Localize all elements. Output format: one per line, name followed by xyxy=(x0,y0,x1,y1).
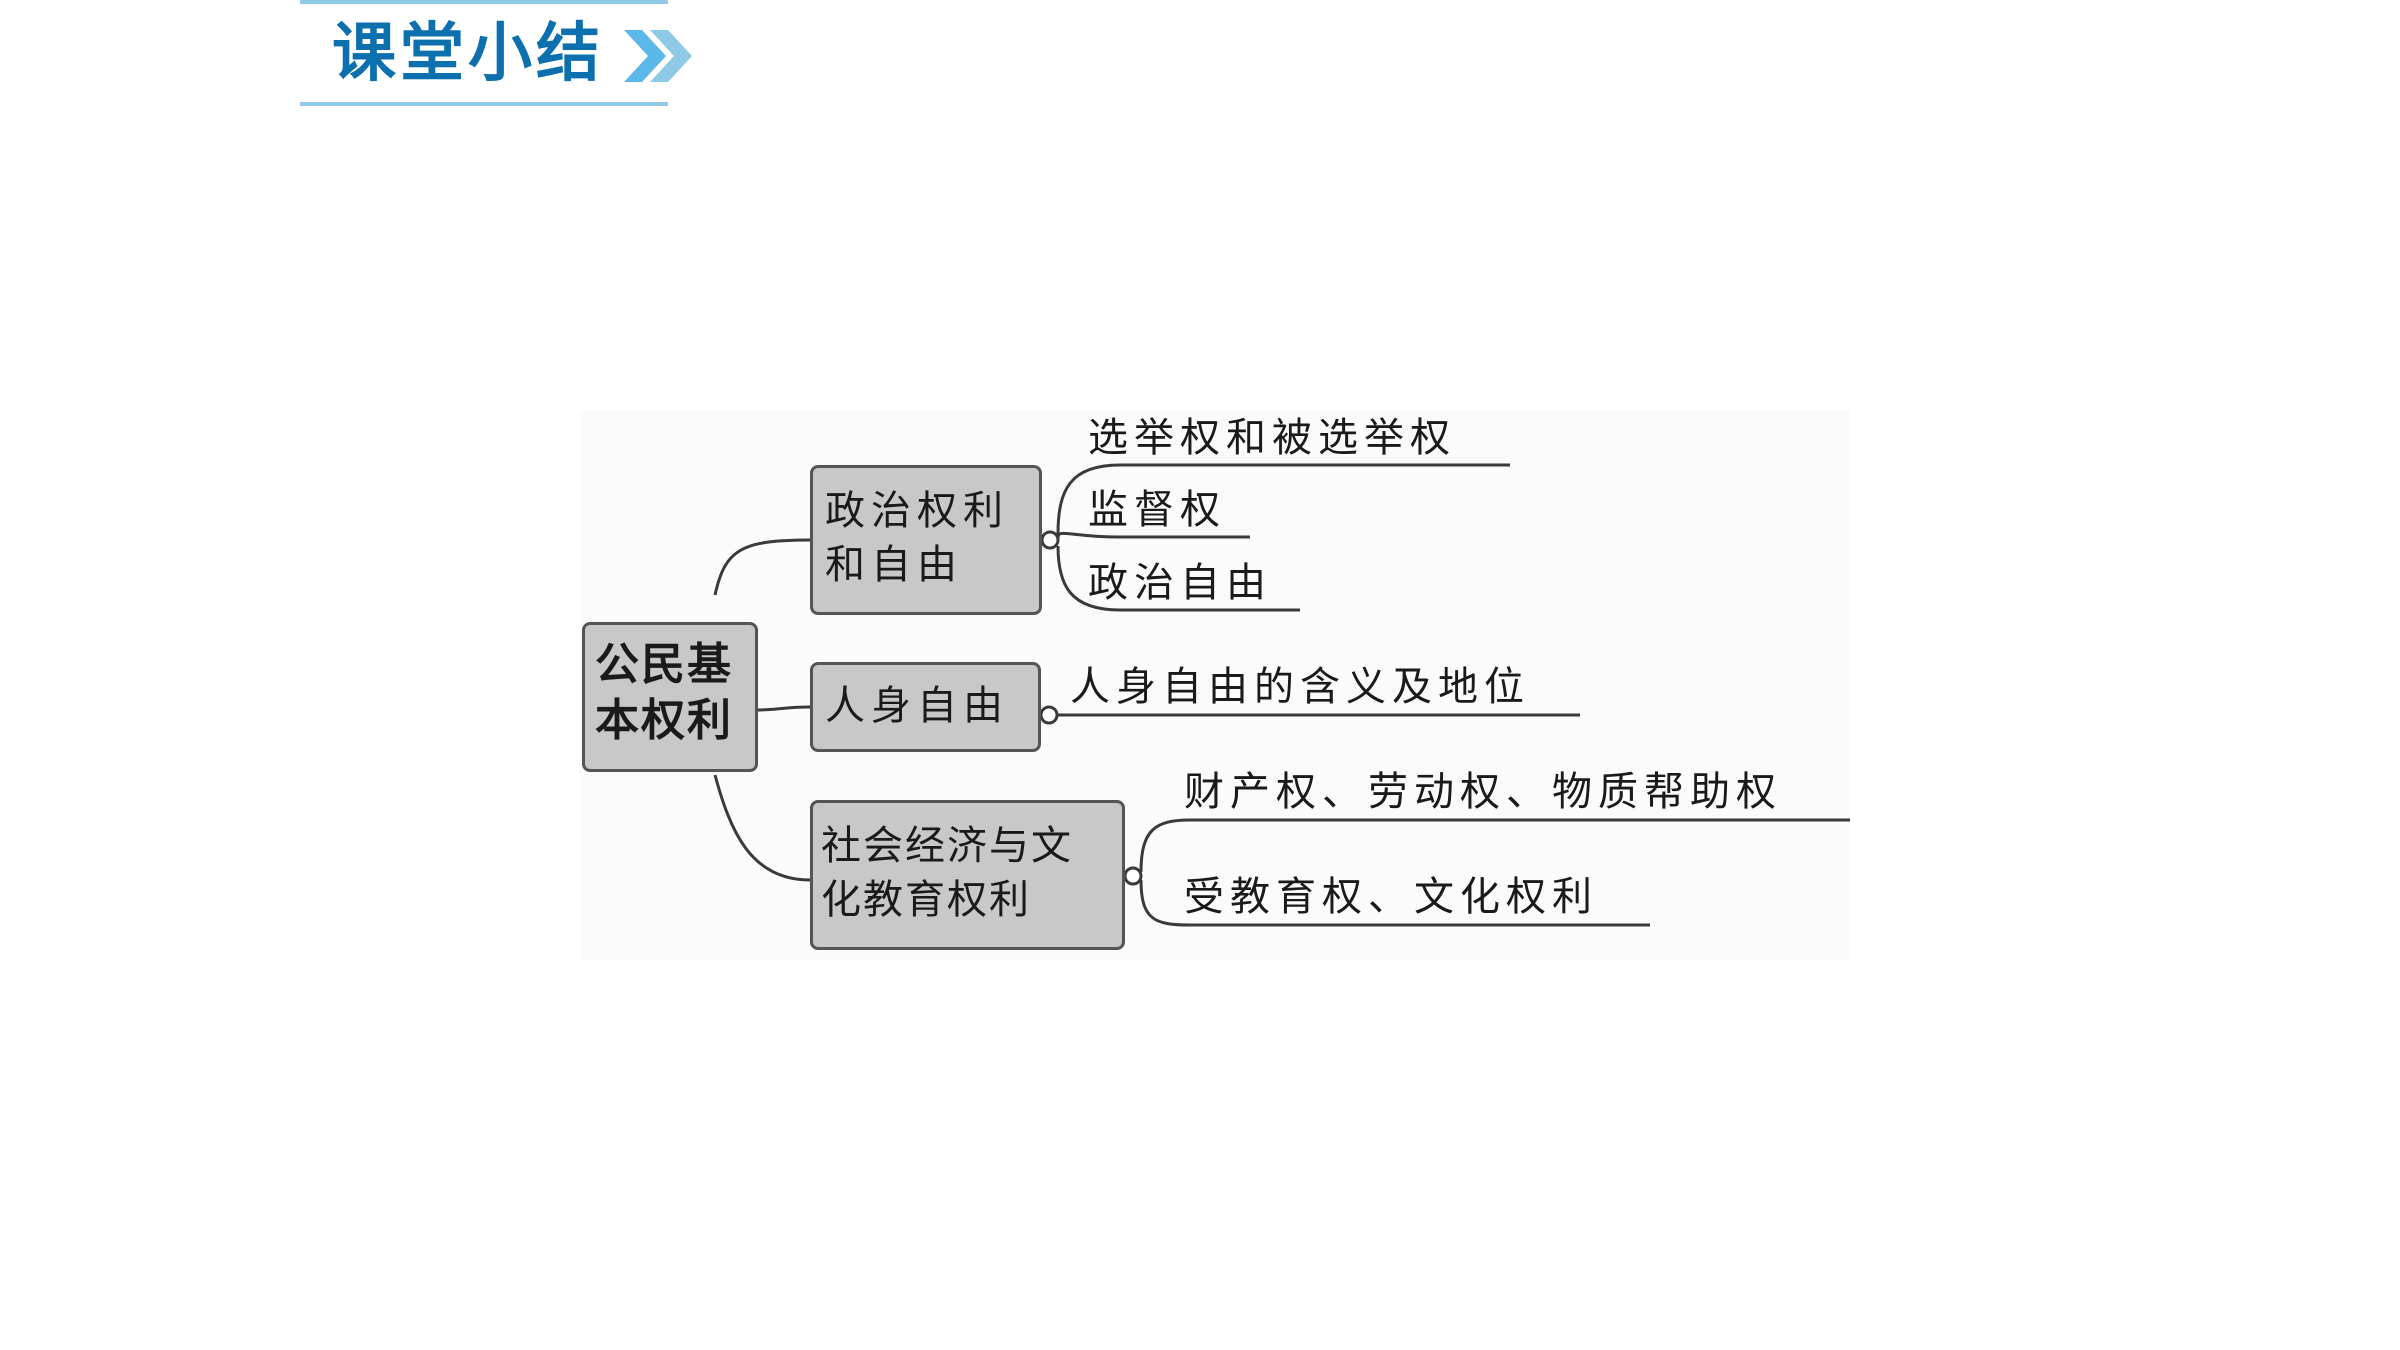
leaf-voting-rights: 选举权和被选举权 xyxy=(1088,415,1456,461)
header-bottom-line xyxy=(300,102,668,106)
branch-2-line-1: 人身自由 xyxy=(825,683,1009,729)
branch-1-line-1: 政治权利 xyxy=(825,488,1009,534)
section-header: 课堂小结 xyxy=(300,0,692,108)
connector-branch-1-leaf-2 xyxy=(1056,531,1250,539)
connector-root-branch-1 xyxy=(713,538,811,596)
connector-root-branch-2 xyxy=(757,705,811,712)
connector-node-branch-1 xyxy=(1040,530,1060,550)
connector-branch-3-leaf-2 xyxy=(1139,879,1650,927)
connector-node-branch-3 xyxy=(1123,866,1143,886)
branch-3-line-2: 化教育权利 xyxy=(821,877,1031,923)
connector-branch-1-leaf-3 xyxy=(1056,545,1300,612)
branch-node-political-rights: 政治权利 和自由 xyxy=(810,465,1042,615)
section-title: 课堂小结 xyxy=(332,17,604,91)
leaf-political-freedom: 政治自由 xyxy=(1088,560,1272,606)
branch-node-personal-freedom: 人身自由 xyxy=(810,662,1041,752)
branch-node-socioeconomic-rights: 社会经济与文 化教育权利 xyxy=(810,800,1125,950)
root-node-line-2: 本权利 xyxy=(595,695,733,746)
mind-map: 公民基 本权利 政治权利 和自由 人身自由 社会经济与文 化教育权利 选举权和被… xyxy=(580,410,1850,960)
leaf-supervision-right: 监督权 xyxy=(1088,487,1226,533)
connector-root-branch-3 xyxy=(713,774,811,882)
root-node: 公民基 本权利 xyxy=(582,622,758,772)
connector-branch-3-leaf-1 xyxy=(1139,818,1850,873)
branch-1-line-2: 和自由 xyxy=(825,542,963,588)
header-top-line xyxy=(300,0,668,4)
mind-map-connectors xyxy=(713,463,1850,927)
leaf-personal-freedom-meaning: 人身自由的含义及地位 xyxy=(1070,664,1530,710)
connector-branch-1-leaf-1 xyxy=(1056,463,1510,535)
connector-node-branch-2 xyxy=(1039,705,1059,725)
branch-3-line-1: 社会经济与文 xyxy=(821,823,1073,869)
double-chevron-right-icon xyxy=(624,30,692,82)
leaf-property-labor-rights: 财产权、劳动权、物质帮助权 xyxy=(1184,769,1782,815)
root-node-line-1: 公民基 xyxy=(595,639,733,690)
leaf-education-culture-rights: 受教育权、文化权利 xyxy=(1184,874,1598,920)
